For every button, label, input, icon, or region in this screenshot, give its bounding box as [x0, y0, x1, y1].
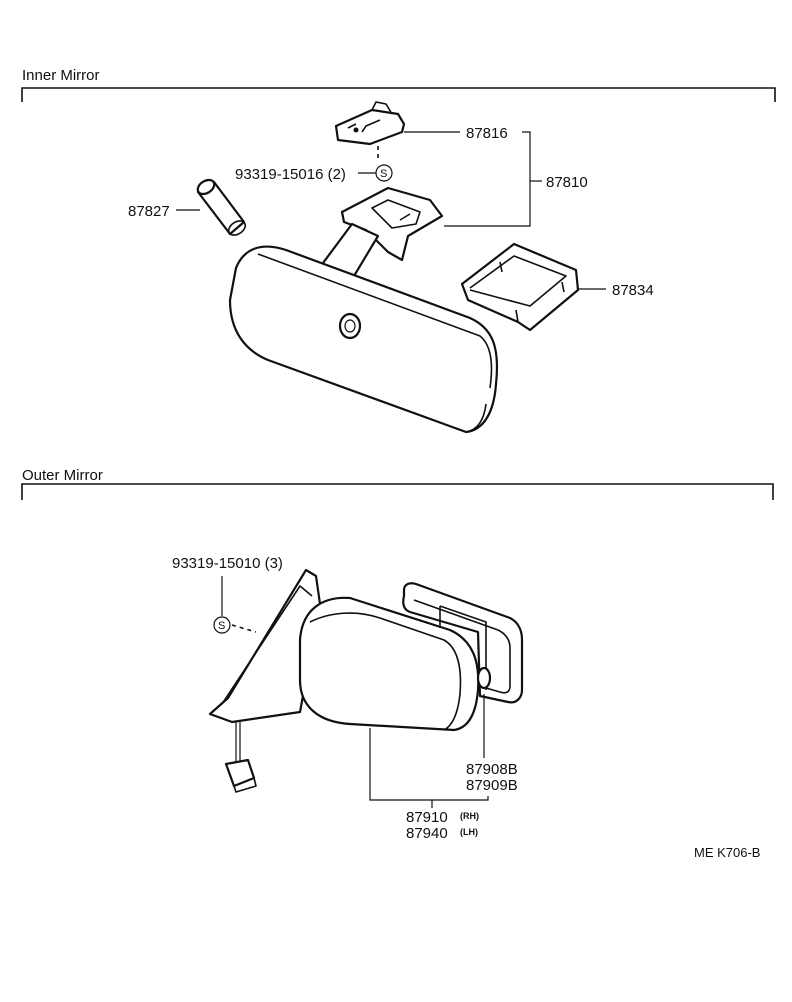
bracket-87810 [444, 131, 531, 227]
svg-text:S: S [218, 620, 225, 632]
label-87940: 87940 [406, 825, 448, 842]
screw-icon-inner: S [375, 164, 393, 182]
mirror-glass-icon [402, 582, 524, 704]
label-screw-outer: 93319-15010 (3) [172, 555, 283, 572]
bracket-87910 [369, 728, 489, 801]
section-title-outer-mirror: Outer Mirror [22, 467, 103, 484]
pin-icon [196, 178, 247, 236]
section-bracket-inner [21, 87, 776, 102]
label-87827: 87827 [128, 203, 170, 220]
screw-icon-outer: S [213, 616, 231, 634]
label-rh: (RH) [460, 811, 479, 821]
inner-mirror-icon [228, 186, 499, 434]
label-87910: 87910 [406, 809, 448, 826]
section-bracket-outer [21, 483, 774, 500]
outer-mirror-icon [208, 568, 480, 762]
section-title-inner-mirror: Inner Mirror [22, 67, 100, 84]
connector-icon [224, 758, 257, 793]
label-87909b: 87909B [466, 777, 518, 794]
svg-text:S: S [380, 168, 387, 180]
drawing-code: ME K706-B [694, 845, 760, 860]
mount-plate-icon [334, 101, 406, 146]
label-87908b: 87908B [466, 761, 518, 778]
cover-icon [460, 242, 580, 332]
label-screw-inner: 93319-15016 (2) [235, 166, 346, 183]
label-87834: 87834 [612, 282, 654, 299]
screw-dash-line-outer [231, 624, 257, 633]
label-87816: 87816 [466, 125, 508, 142]
label-lh: (LH) [460, 827, 478, 837]
label-87810: 87810 [546, 174, 588, 191]
